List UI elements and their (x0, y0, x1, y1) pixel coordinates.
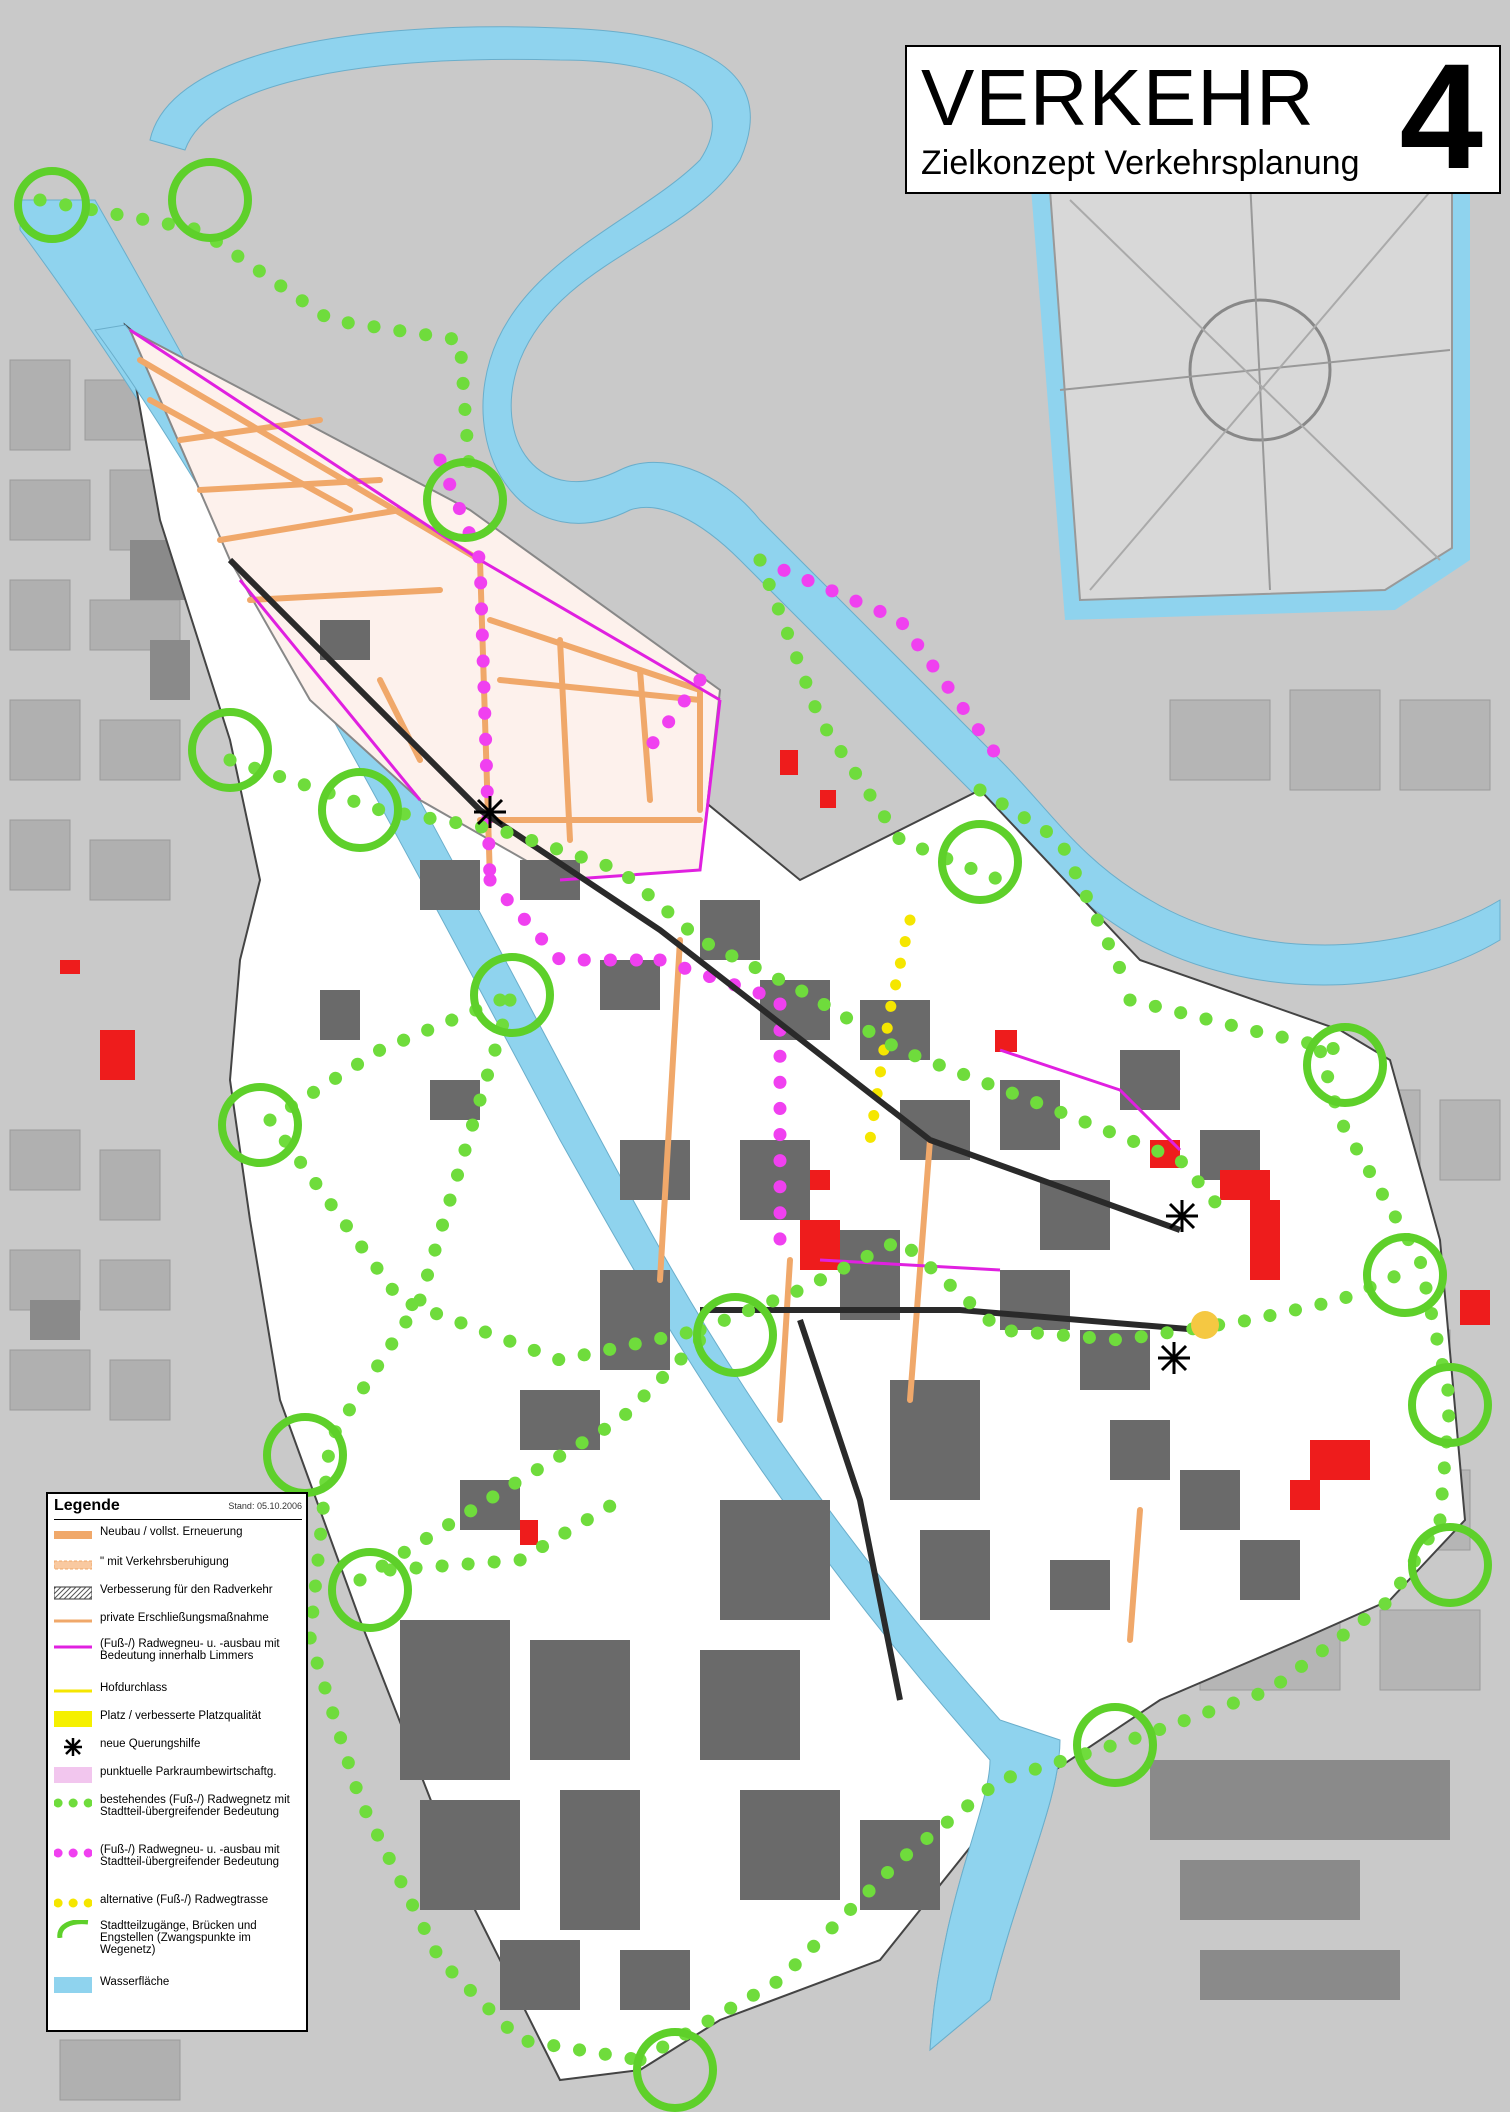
legend-date: Stand: 05.10.2006 (228, 1501, 302, 1511)
legend-item: (Fuß-/) Radwegneu- u. -ausbau mit Bedeut… (54, 1634, 304, 1664)
legend-label: (Fuß-/) Radwegneu- u. -ausbau mit Bedeut… (100, 1638, 280, 1662)
green-ring-icon (14, 167, 90, 243)
legend-label: Hofdurchlass (100, 1682, 168, 1694)
magenta-lines (129, 328, 1182, 1272)
green-ring-icon (188, 708, 272, 792)
legend-swatch (54, 1844, 92, 1862)
surrounding-blocks-west (9, 359, 181, 2101)
legend-label: Platz / verbesserte Platzqualität (100, 1710, 262, 1722)
green-ring-markers (14, 158, 1492, 2112)
surrounding-buildings-dark (30, 540, 1450, 2000)
green-ring-icon (1303, 1023, 1387, 1107)
legend-label: private Erschließungsmaßnahme (100, 1612, 269, 1624)
orange-roads (137, 357, 1143, 1643)
legend-item: Hofdurchlass (54, 1678, 304, 1708)
green-ring-icon (1408, 1523, 1492, 1607)
legend-swatch (54, 1638, 92, 1656)
green-ring-icon (328, 1548, 412, 1632)
legend-header: Legende Stand: 05.10.2006 (54, 1497, 302, 1520)
legend-item: private Erschließungsmaßnahme (54, 1608, 304, 1638)
legend-swatch (54, 1556, 92, 1574)
legend-label: alternative (Fuß-/) Radwegtrasse (100, 1894, 269, 1906)
legend-item: " mit Verkehrsberuhigung (54, 1552, 304, 1582)
legend-item: punktuelle Parkraumbewirtschaftg. (54, 1762, 304, 1792)
legend-swatch (54, 1894, 92, 1912)
legend-label: neue Querungshilfe (100, 1738, 201, 1750)
map-title: VERKEHR (921, 53, 1315, 142)
legend-swatch (54, 1976, 92, 1994)
legend-label: (Fuß-/) Radwegneu- u. -ausbau mit Stadtt… (100, 1844, 280, 1868)
legend-label: Wasserfläche (100, 1976, 170, 1988)
green-ring-icon (1363, 1233, 1447, 1317)
legend-title: Legende (54, 1497, 120, 1514)
asterisk-icon (1158, 1342, 1190, 1374)
asterisk-markers (474, 796, 1198, 1374)
platz-marker (1191, 1311, 1219, 1339)
green-ring-icon (693, 1293, 777, 1377)
map-subtitle: Zielkonzept Verkehrsplanung (921, 144, 1360, 182)
legend-label: Neubau / vollst. Erneuerung (100, 1526, 243, 1538)
legend-swatch (54, 1710, 92, 1728)
green-ring-icon (1073, 1703, 1157, 1787)
legend-label: punktuelle Parkraumbewirtschaftg. (100, 1766, 277, 1778)
asterisk-icon (54, 1738, 92, 1756)
legend-item: alternative (Fuß-/) Radwegtrasse (54, 1890, 304, 1920)
legend-label: Verbesserung für den Radverkehr (100, 1584, 273, 1596)
legend-swatch (54, 1794, 92, 1812)
legend-swatch (54, 1682, 92, 1700)
canal-overlay (94, 324, 1061, 2052)
legend-swatch (54, 1584, 92, 1602)
map-number: 4 (1399, 32, 1483, 200)
magenta-dots (433, 453, 1007, 1267)
legend-label: Stadtteilzugänge, Brücken und Engstellen… (100, 1920, 257, 1956)
legend-label: bestehendes (Fuß-/) Radwegnetz mit Stadt… (100, 1794, 290, 1818)
red-buildings (60, 750, 1490, 1545)
green-ring-icon (318, 768, 402, 852)
legend-item: Neubau / vollst. Erneuerung (54, 1522, 304, 1552)
legend-item: neue Querungshilfe (54, 1734, 304, 1764)
green-ring-icon (218, 1083, 302, 1167)
legend-item: (Fuß-/) Radwegneu- u. -ausbau mit Stadtt… (54, 1840, 304, 1870)
asterisk-icon (1166, 1200, 1198, 1232)
legend-item: bestehendes (Fuß-/) Radwegnetz mit Stadt… (54, 1790, 304, 1820)
green-ring-icon (54, 1920, 92, 1938)
garden-park (1030, 150, 1470, 620)
green-ring-icon (1408, 1363, 1492, 1447)
title-box: VERKEHR Zielkonzept Verkehrsplanung 4 (905, 41, 1501, 194)
legend-label: " mit Verkehrsberuhigung (100, 1556, 229, 1568)
legend-swatch (54, 1612, 92, 1630)
legend-item: Verbesserung für den Radverkehr (54, 1580, 304, 1610)
asterisk-icon (474, 796, 506, 828)
district-buildings (320, 620, 1300, 2010)
green-ring-icon (633, 2028, 717, 2112)
green-ring-icon (470, 953, 554, 1037)
legend-swatch (54, 1766, 92, 1784)
legend-swatch (54, 1526, 92, 1544)
green-ring-icon (938, 820, 1022, 904)
green-ring-icon (168, 158, 252, 242)
legend-item: Wasserfläche (54, 1972, 304, 2002)
main-streets (227, 557, 1201, 1701)
green-ring-icon (423, 458, 507, 542)
legend-item: Platz / verbesserte Platzqualität (54, 1706, 304, 1736)
legend-item: Stadtteilzugänge, Brücken und Engstellen… (54, 1916, 304, 1956)
legend-box: Legende Stand: 05.10.2006 Neubau / volls… (46, 1492, 308, 2032)
